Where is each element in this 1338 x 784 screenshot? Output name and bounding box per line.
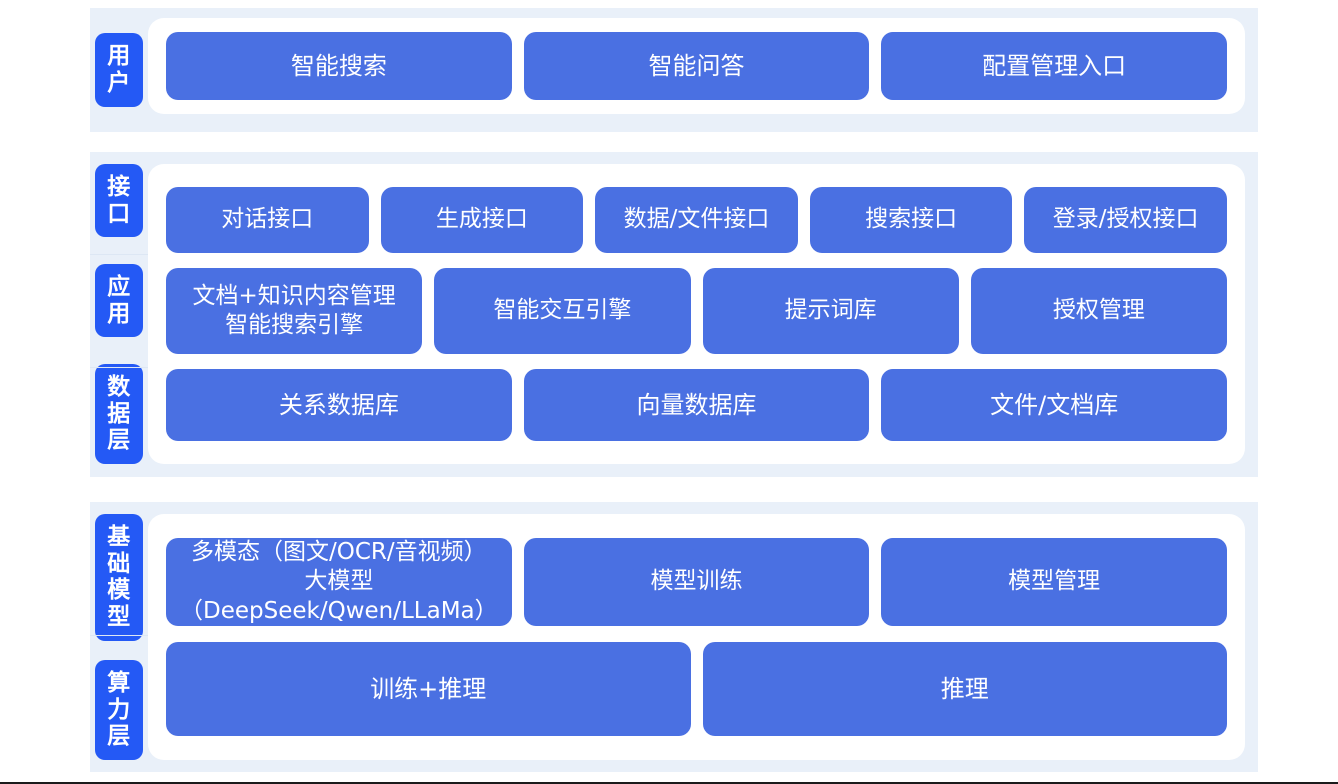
layer-label-foundation-model: 基础模型 <box>95 514 143 641</box>
layer-label-application: 应用 <box>95 263 143 338</box>
row-application: 文档+知识内容管理 智能搜索引擎 智能交互引擎 提示词库 授权管理 <box>166 268 1227 354</box>
label-column-user: 用户 <box>90 8 148 132</box>
section-user: 用户 智能搜索 智能问答 配置管理入口 <box>90 8 1258 132</box>
box-dialog-api[interactable]: 对话接口 <box>166 187 369 253</box>
row-compute: 训练+推理 推理 <box>166 642 1227 736</box>
box-prompt-library[interactable]: 提示词库 <box>702 268 959 354</box>
panel-foundation: 多模态（图文/OCR/音视频） 大模型（DeepSeek/Qwen/LLaMa）… <box>148 514 1245 760</box>
row-data: 关系数据库 向量数据库 文件/文档库 <box>166 369 1228 441</box>
layer-label-compute: 算力层 <box>95 659 143 760</box>
box-config-management-entry[interactable]: 配置管理入口 <box>881 32 1228 100</box>
panel-platform: 对话接口 生成接口 数据/文件接口 搜索接口 登录/授权接口 文档+知识内容管理… <box>148 164 1245 464</box>
panel-user: 智能搜索 智能问答 配置管理入口 <box>148 18 1245 114</box>
box-model-training[interactable]: 模型训练 <box>523 538 870 626</box>
row-user-entries: 智能搜索 智能问答 配置管理入口 <box>166 32 1228 100</box>
row-interface: 对话接口 生成接口 数据/文件接口 搜索接口 登录/授权接口 <box>166 187 1227 253</box>
box-vector-database[interactable]: 向量数据库 <box>523 369 870 441</box>
box-generation-api[interactable]: 生成接口 <box>380 187 584 253</box>
box-search-api[interactable]: 搜索接口 <box>809 187 1013 253</box>
box-login-auth-api[interactable]: 登录/授权接口 <box>1024 187 1227 253</box>
box-authorization-management[interactable]: 授权管理 <box>970 268 1227 354</box>
box-document-knowledge-management[interactable]: 文档+知识内容管理 智能搜索引擎 <box>166 268 423 354</box>
section-platform: 接口 应用 数据层 对话接口 生成接口 数据/文件接口 搜索接口 登录/授权接口… <box>90 152 1258 477</box>
label-column-platform: 接口 应用 数据层 <box>90 152 148 477</box>
box-inference[interactable]: 推理 <box>702 642 1227 736</box>
layer-label-user: 用户 <box>95 33 143 107</box>
label-column-foundation: 基础模型 算力层 <box>90 502 148 772</box>
box-intelligent-qa[interactable]: 智能问答 <box>523 32 870 100</box>
box-relational-database[interactable]: 关系数据库 <box>166 369 512 441</box>
band-separator-1 <box>90 254 148 255</box>
band-separator-2 <box>90 367 148 368</box>
box-model-management[interactable]: 模型管理 <box>881 538 1228 626</box>
row-foundation-model: 多模态（图文/OCR/音视频） 大模型（DeepSeek/Qwen/LLaMa）… <box>166 538 1228 626</box>
box-training-plus-inference[interactable]: 训练+推理 <box>166 642 691 736</box>
layer-label-data: 数据层 <box>95 363 143 464</box>
layer-label-interface: 接口 <box>95 164 143 238</box>
box-multimodal-large-model[interactable]: 多模态（图文/OCR/音视频） 大模型（DeepSeek/Qwen/LLaMa） <box>166 538 512 626</box>
section-foundation: 基础模型 算力层 多模态（图文/OCR/音视频） 大模型（DeepSeek/Qw… <box>90 502 1258 772</box>
bottom-rule <box>0 782 1338 784</box>
band-separator-3 <box>90 635 148 636</box>
box-file-document-store[interactable]: 文件/文档库 <box>881 369 1228 441</box>
box-intelligent-interaction-engine[interactable]: 智能交互引擎 <box>434 268 691 354</box>
box-data-file-api[interactable]: 数据/文件接口 <box>595 187 798 253</box>
box-intelligent-search[interactable]: 智能搜索 <box>166 32 512 100</box>
